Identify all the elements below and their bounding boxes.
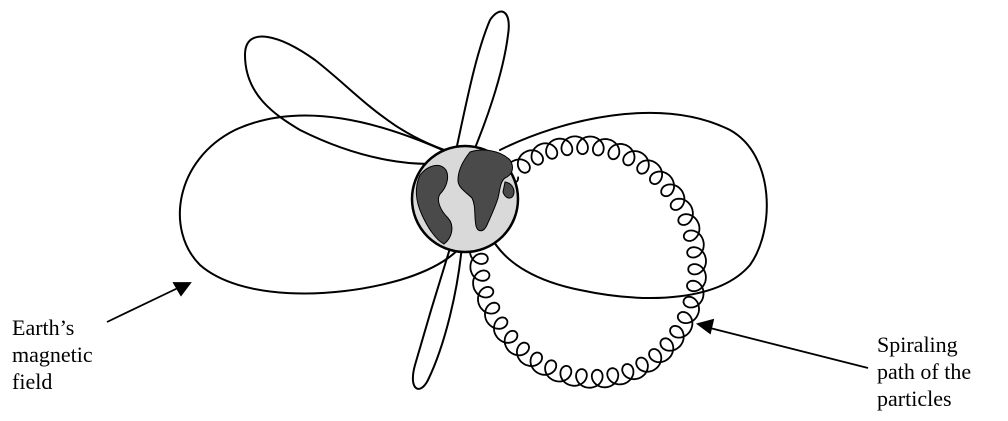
label-line: field (12, 368, 93, 395)
field-line-right (490, 113, 767, 298)
earth-globe (412, 146, 518, 252)
earth-field-arrow-line (107, 287, 180, 322)
field-line-upper (455, 12, 509, 160)
label-earths-magnetic-field: Earth’s magnetic field (12, 314, 93, 395)
label-line: Earth’s (12, 314, 93, 341)
label-spiraling-path: Spiraling path of the particles (877, 331, 971, 412)
label-line: particles (877, 385, 971, 412)
label-line: Spiraling (877, 331, 971, 358)
spiral-arrowhead (698, 320, 713, 333)
spiral-arrow-line (710, 328, 868, 368)
label-line: magnetic (12, 341, 93, 368)
label-line: path of the (877, 358, 971, 385)
